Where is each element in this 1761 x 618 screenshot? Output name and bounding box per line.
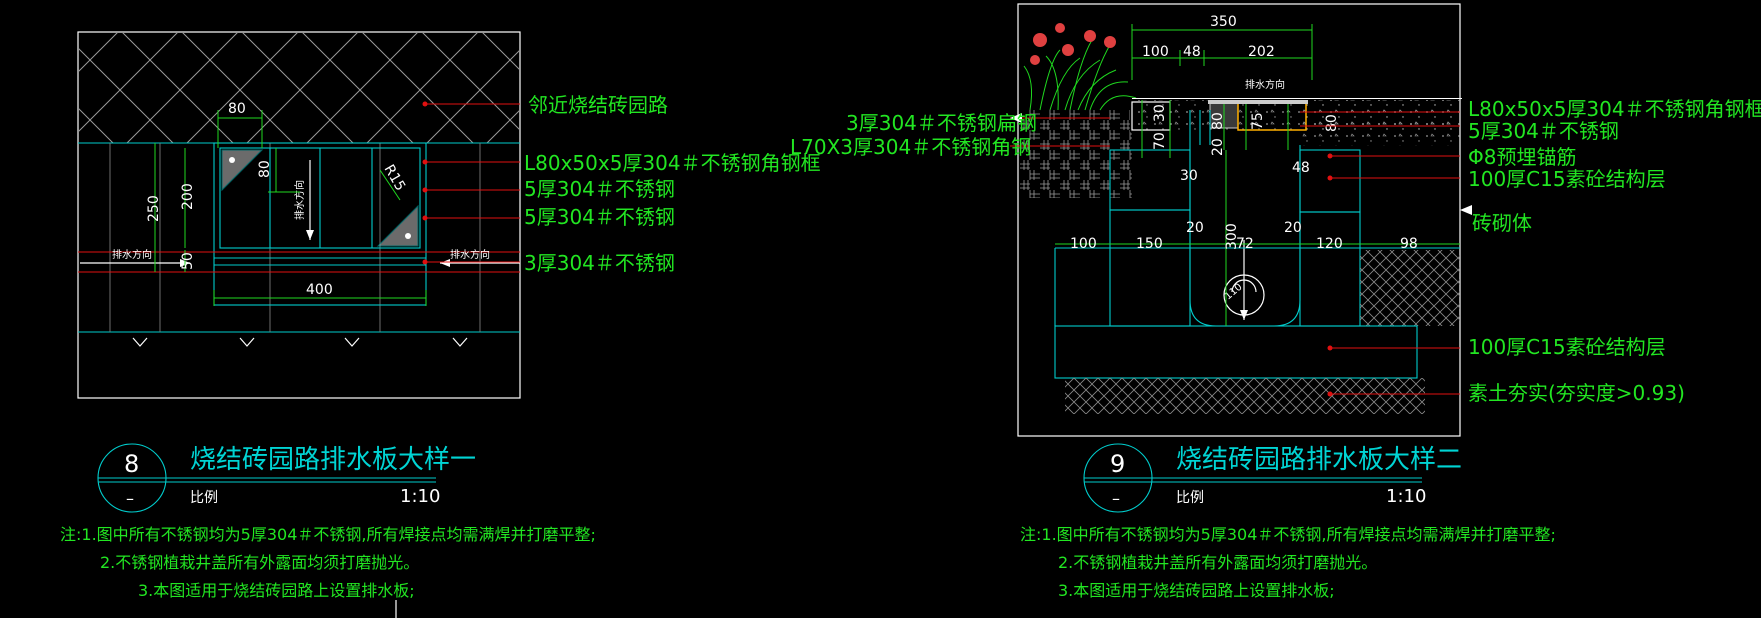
bubble-8-number: 8 [124, 450, 139, 478]
dim-200: 200 [180, 183, 196, 210]
dim-70: 70 [1152, 132, 1168, 150]
dim-20-b: 20 [1186, 220, 1204, 236]
label-right-concrete-top: 100厚C15素砼结构层 [1468, 167, 1666, 191]
drain-frame [213, 142, 427, 306]
note-9-3: 3.本图适用于烧结砖园路上设置排水板; [1058, 581, 1335, 600]
note-8-2: 2.不锈钢植栽井盖所有外露面均须打磨抛光。 [100, 553, 419, 572]
flow-text-right: 排水方向 [450, 248, 490, 261]
flow-text-9: 排水方向 [1245, 78, 1285, 91]
dim-150: 150 [1136, 236, 1163, 252]
notes-8: 注:1.图中所有不锈钢均为5厚304＃不锈钢,所有焊接点均需满焊并打磨平整; 2… [60, 525, 596, 600]
dim-350: 350 [1210, 14, 1237, 30]
title-9: 烧结砖园路排水板大样二 [1176, 445, 1462, 475]
dim-20-a: 20 [1210, 138, 1226, 156]
label-right-plate: 5厚304＃不锈钢 [1468, 119, 1619, 143]
note-9-2: 2.不锈钢植栽井盖所有外露面均须打磨抛光。 [1058, 553, 1377, 572]
label-paving: 邻近烧结砖园路 [528, 93, 668, 117]
label-left-angle: L70X3厚304＃不锈钢角钢 [790, 135, 1031, 159]
dim-300: 300 [1224, 223, 1240, 250]
dim-r15: R15 [381, 162, 409, 194]
detail-9: 110 350 100 48 202 排水方向 30 70 80 [790, 3, 1761, 437]
detail-8: 排水方向 排水方向 排水方向 80 80 20 [77, 31, 821, 399]
dim-250: 250 [146, 195, 162, 222]
dim-20-c: 20 [1284, 220, 1302, 236]
dim-30-a: 30 [1152, 104, 1168, 122]
label-frame: L80x50x5厚304＃不锈钢角钢框 [524, 151, 821, 175]
notes-9: 注:1.图中所有不锈钢均为5厚304＃不锈钢,所有焊接点均需满焊并打磨平整; 2… [1020, 525, 1556, 600]
label-right-frame: L80x50x5厚304＃不锈钢角钢框 [1468, 97, 1761, 121]
scale-9: 1:10 [1386, 486, 1426, 507]
scale-8: 1:10 [400, 486, 440, 507]
plant-graphic [1020, 23, 1137, 198]
flow-text-center: 排水方向 [293, 180, 306, 220]
label-right-brick: 砖砌体 [1472, 211, 1532, 235]
dim-100-top: 100 [1142, 44, 1169, 60]
dim-400: 400 [306, 282, 333, 298]
dim-80-b: 80 [1324, 114, 1340, 132]
label-left-plate: 3厚304＃不锈钢扁钢 [846, 111, 1037, 135]
label-plate-c: 3厚304＃不锈钢 [524, 251, 675, 275]
detail-8-border [77, 31, 521, 399]
dim-75: 75 [1250, 112, 1266, 130]
dim-202: 202 [1248, 44, 1275, 60]
title-block-9: 9 – 烧结砖园路排水板大样二 比例 1:10 [1083, 443, 1462, 513]
bubble-9-sub: – [1112, 489, 1120, 508]
scale-label-9: 比例 [1176, 490, 1204, 506]
label-right-soil: 素土夯实(夯实度>0.93) [1468, 381, 1685, 405]
bubble-9-number: 9 [1110, 450, 1125, 478]
detail-9-border [1017, 3, 1461, 437]
dim-50: 50 [180, 252, 196, 270]
paving-hatch [79, 33, 519, 143]
dim-80-vertical: 80 [257, 160, 273, 178]
note-9-1: 注:1.图中所有不锈钢均为5厚304＃不锈钢,所有焊接点均需满焊并打磨平整; [1020, 525, 1556, 544]
dim-100-bottom: 100 [1070, 236, 1097, 252]
label-right-concrete-base: 100厚C15素砼结构层 [1468, 335, 1666, 359]
flow-text-left: 排水方向 [112, 248, 152, 261]
title-block-8: 8 – 烧结砖园路排水板大样一 比例 1:10 [97, 443, 476, 513]
title-8: 烧结砖园路排水板大样一 [190, 445, 476, 475]
dim-72: 72 [1236, 236, 1254, 252]
dim-80-top: 80 [228, 101, 246, 117]
note-8-3: 3.本图适用于烧结砖园路上设置排水板; [138, 581, 415, 600]
bubble-8-sub: – [126, 489, 134, 508]
dim-98: 98 [1400, 236, 1418, 252]
scale-label-8: 比例 [190, 490, 218, 506]
dim-80-a: 80 [1210, 112, 1226, 130]
note-8-1: 注:1.图中所有不锈钢均为5厚304＃不锈钢,所有焊接点均需满焊并打磨平整; [60, 525, 596, 544]
label-plate-b: 5厚304＃不锈钢 [524, 205, 675, 229]
dim-48-top: 48 [1183, 44, 1201, 60]
dim-30-b: 30 [1180, 168, 1198, 184]
label-right-anchor: Φ8预埋锚筋 [1468, 145, 1576, 169]
label-plate-a: 5厚304＃不锈钢 [524, 177, 675, 201]
dim-120: 120 [1316, 236, 1343, 252]
dim-48-b: 48 [1292, 160, 1310, 176]
